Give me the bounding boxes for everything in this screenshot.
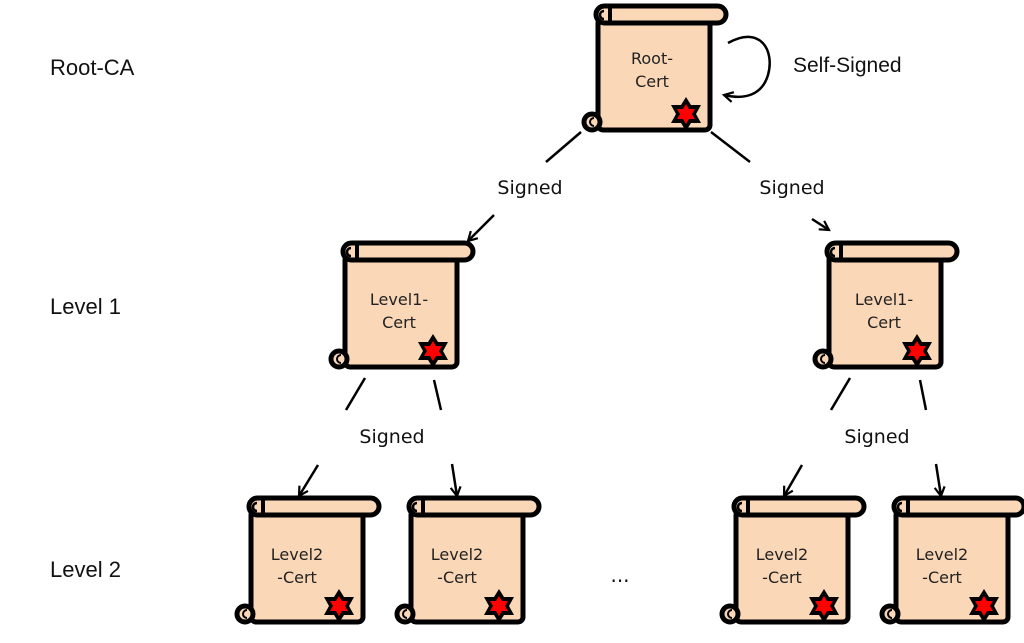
level2-cert-label: Level2 -Cert bbox=[916, 543, 968, 589]
cert-label-line: -Cert bbox=[437, 568, 477, 587]
row-label-root-ca: Root-CA bbox=[50, 55, 135, 80]
connector-line bbox=[918, 379, 928, 411]
signed-label: Signed bbox=[497, 177, 563, 199]
root-cert-label: Root- Cert bbox=[631, 47, 673, 93]
more-certs-ellipsis: ... bbox=[610, 563, 630, 587]
cert-label-line: Cert bbox=[382, 313, 416, 332]
connector-line bbox=[432, 379, 443, 411]
signed-label: Signed bbox=[359, 426, 425, 448]
cert-label-line: Cert bbox=[635, 72, 669, 91]
signed-arrow bbox=[811, 217, 829, 230]
level1-cert-label: Level1- Cert bbox=[370, 288, 428, 334]
connector-line bbox=[545, 131, 582, 163]
signed-arrow bbox=[452, 463, 457, 496]
cert-label-line: Level2 bbox=[430, 545, 484, 564]
connector-line bbox=[829, 377, 852, 411]
cert-label-line: Level2 bbox=[915, 545, 969, 564]
self-signed-arrow bbox=[724, 35, 771, 97]
level2-cert-label: Level2 -Cert bbox=[271, 543, 323, 589]
cert-label-line: Level2 bbox=[270, 545, 324, 564]
cert-label-line: Level1- bbox=[854, 290, 914, 309]
signed-arrow bbox=[936, 463, 941, 496]
cert-label-line: -Cert bbox=[277, 568, 317, 587]
level1-cert-label: Level1- Cert bbox=[855, 288, 913, 334]
cert-label-line: -Cert bbox=[762, 568, 802, 587]
row-label-level-2: Level 2 bbox=[50, 557, 121, 582]
signed-arrow bbox=[299, 464, 320, 496]
level2-cert-label: Level2 -Cert bbox=[431, 543, 483, 589]
cert-label-line: Cert bbox=[867, 313, 901, 332]
level2-cert-label: Level2 -Cert bbox=[756, 543, 808, 589]
signed-arrow bbox=[468, 214, 495, 241]
row-label-level-1: Level 1 bbox=[50, 294, 121, 319]
cert-label-line: Level2 bbox=[755, 545, 809, 564]
signed-arrow bbox=[784, 464, 804, 496]
cert-label-line: Root- bbox=[630, 49, 674, 68]
connector-line bbox=[710, 131, 751, 163]
cert-label-line: -Cert bbox=[922, 568, 962, 587]
signed-label: Signed bbox=[759, 177, 825, 199]
self-signed-label: Self-Signed bbox=[793, 54, 902, 77]
signed-label: Signed bbox=[844, 426, 910, 448]
cert-label-line: Level1- bbox=[369, 290, 429, 309]
connector-line bbox=[344, 377, 367, 411]
